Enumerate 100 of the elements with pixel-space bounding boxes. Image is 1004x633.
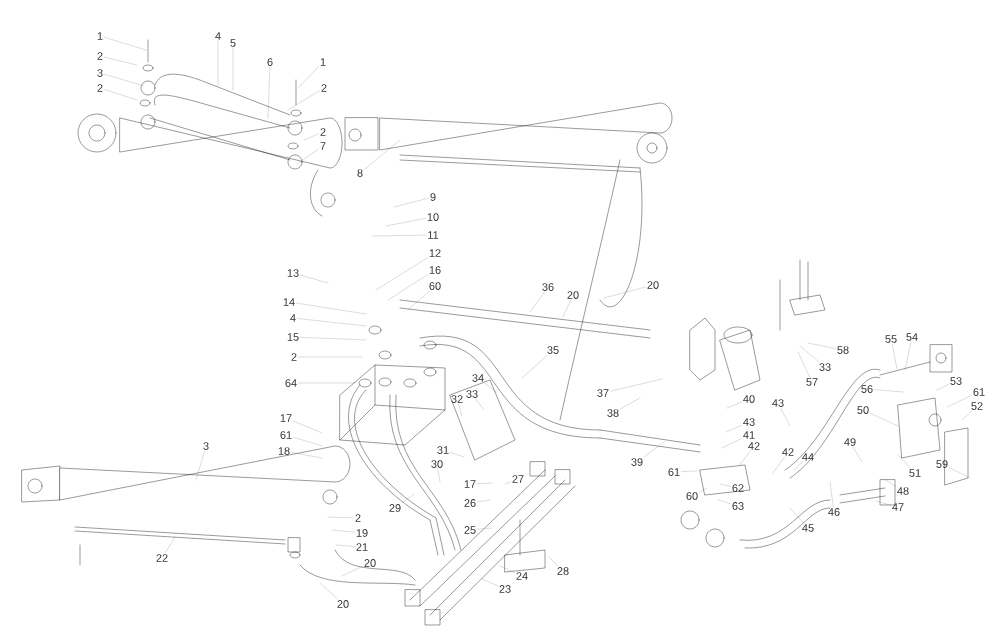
callout-number: 15: [287, 333, 299, 341]
leader-line: [891, 343, 898, 370]
callout-number: 64: [285, 379, 297, 387]
leader-line: [789, 507, 804, 524]
callout-number: 31: [437, 446, 449, 454]
leader-line: [699, 487, 708, 493]
leader-line: [548, 556, 559, 566]
callout-number: 33: [819, 363, 831, 371]
leader-line: [870, 413, 899, 427]
leader-line: [401, 493, 415, 504]
callout-number: 6: [267, 58, 273, 66]
leader-line: [772, 456, 785, 474]
leader-line: [883, 478, 896, 487]
callout-number: 2: [355, 514, 361, 522]
leader-line: [303, 133, 319, 141]
callout-number: 60: [686, 492, 698, 500]
callout-number: 1: [320, 58, 326, 66]
callout-number: 18: [278, 447, 290, 455]
callout-number: 5: [230, 39, 236, 47]
callout-number: 32: [451, 395, 463, 403]
leader-line: [529, 291, 545, 313]
leader-line: [620, 397, 641, 410]
leader-line: [341, 566, 363, 577]
callout-number: 25: [464, 526, 476, 534]
leader-line: [477, 527, 493, 530]
leader-line: [481, 578, 498, 586]
callout-number: 63: [732, 502, 744, 510]
callout-number: 29: [389, 504, 401, 512]
callout-number: 2: [97, 84, 103, 92]
leader-line: [297, 318, 367, 327]
leader-line: [293, 437, 323, 447]
leader-line: [726, 401, 742, 409]
callout-number: 20: [567, 291, 579, 299]
callout-number: 37: [597, 389, 609, 397]
callout-number: 13: [287, 269, 299, 277]
callout-number: 26: [464, 499, 476, 507]
callout-number: 20: [337, 600, 349, 608]
callout-number: 20: [647, 281, 659, 289]
callout-number: 51: [909, 469, 921, 477]
leader-line: [297, 66, 319, 89]
leader-line: [961, 410, 972, 421]
callout-number: 54: [906, 333, 918, 341]
leader-line: [780, 407, 791, 427]
leader-line: [104, 56, 138, 66]
callout-number: 2: [97, 52, 103, 60]
callout-number: 39: [631, 458, 643, 466]
leader-line: [477, 482, 493, 484]
callout-number: 11: [428, 231, 439, 239]
callout-number: 24: [516, 572, 528, 580]
callout-number: 35: [547, 346, 559, 354]
leader-line: [450, 452, 465, 458]
leader-line: [291, 452, 323, 459]
callout-number: 59: [936, 460, 948, 468]
leader-line: [407, 290, 430, 311]
leader-line: [375, 257, 428, 291]
callout-number: 53: [950, 377, 962, 385]
callout-number: 48: [897, 487, 909, 495]
leader-line: [300, 274, 329, 284]
callout-number: 30: [431, 460, 443, 468]
leader-line: [484, 382, 497, 393]
callout-number: 61: [973, 388, 985, 396]
callout-number: 17: [280, 414, 292, 422]
leader-line: [475, 398, 485, 411]
callout-number: 46: [828, 508, 840, 516]
leader-line: [393, 198, 429, 208]
leader-line: [807, 342, 836, 349]
callout-number: 2: [291, 353, 297, 361]
callout-number: 19: [356, 529, 368, 537]
leader-line: [364, 139, 401, 170]
leader-line: [643, 441, 665, 458]
callout-number: 61: [668, 468, 680, 476]
leader-line: [721, 438, 742, 449]
callout-number: 38: [607, 409, 619, 417]
leader-line: [875, 500, 891, 506]
callout-number: 55: [885, 335, 897, 343]
leader-line: [104, 74, 145, 87]
callout-number: 12: [429, 249, 441, 257]
callout-number: 49: [844, 438, 856, 446]
leader-line: [949, 467, 971, 479]
leader-line: [296, 303, 367, 315]
callout-number: 3: [97, 69, 103, 77]
leader-line: [797, 351, 810, 378]
callout-number: 41: [743, 431, 755, 439]
leader-line: [936, 384, 949, 391]
leader-line: [793, 461, 803, 471]
leader-line: [852, 446, 863, 463]
callout-number: 40: [743, 395, 755, 403]
leader-line: [717, 499, 731, 504]
callout-number: 2: [320, 128, 326, 136]
leader-line: [904, 341, 912, 371]
leader-line: [603, 286, 646, 299]
leader-line: [562, 299, 571, 318]
callout-number: 43: [743, 418, 755, 426]
leader-line: [319, 582, 338, 599]
leader-line: [799, 345, 820, 363]
callout-number: 2: [321, 84, 327, 92]
callout-number: 44: [802, 453, 814, 461]
leader-line: [829, 481, 834, 508]
callout-number: 42: [782, 448, 794, 456]
callout-number: 23: [499, 585, 511, 593]
